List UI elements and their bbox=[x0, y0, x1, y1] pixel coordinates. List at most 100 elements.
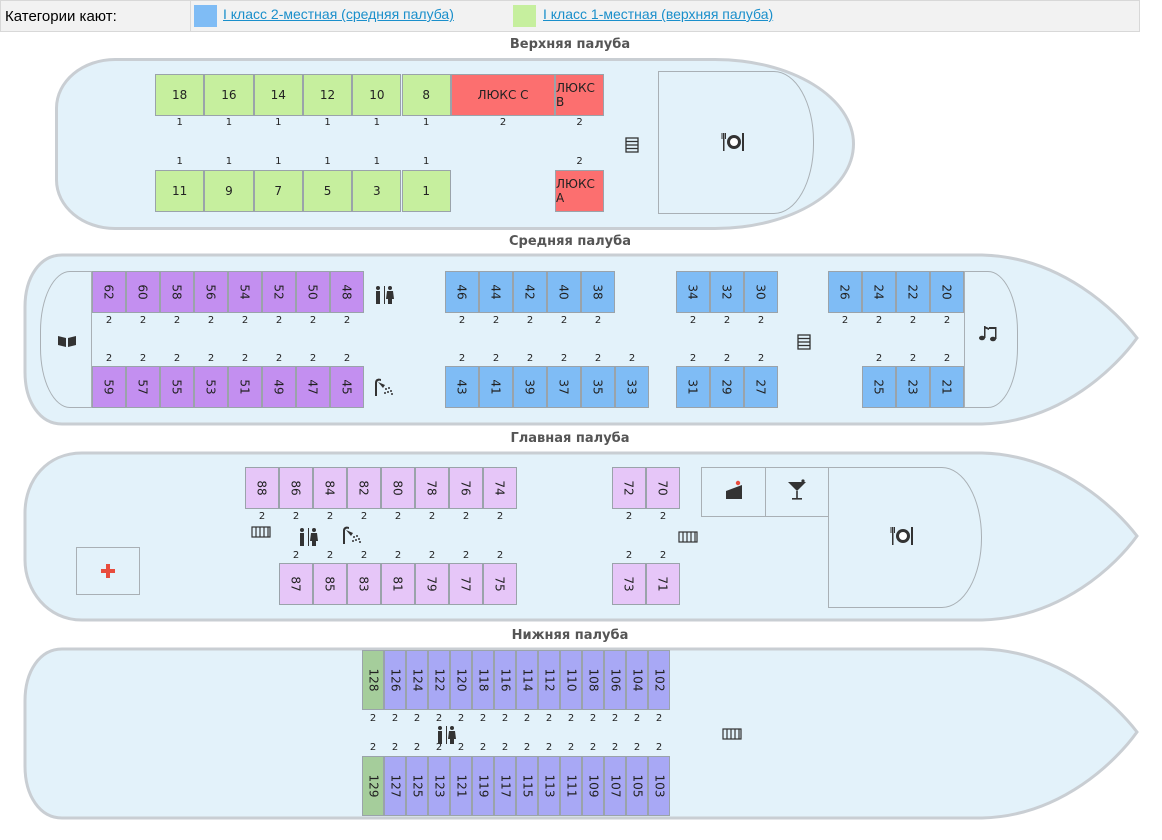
cabin-111[interactable]: 111 bbox=[560, 756, 582, 816]
cabin-121[interactable]: 121 bbox=[450, 756, 472, 816]
cabin-39[interactable]: 39 bbox=[513, 366, 547, 408]
cabin-29[interactable]: 29 bbox=[710, 366, 744, 408]
cabin-105[interactable]: 105 bbox=[626, 756, 648, 816]
cabin-34[interactable]: 34 bbox=[676, 271, 710, 313]
cabin-125[interactable]: 125 bbox=[406, 756, 428, 816]
cabin-73[interactable]: 73 bbox=[612, 563, 646, 605]
cabin-118[interactable]: 118 bbox=[472, 650, 494, 710]
cabin-8[interactable]: 8 bbox=[401, 74, 451, 116]
cabin-46[interactable]: 46 bbox=[445, 271, 479, 313]
cabin-77[interactable]: 77 bbox=[449, 563, 483, 605]
cabin-62[interactable]: 62 bbox=[92, 271, 126, 313]
cabin-14[interactable]: 14 bbox=[253, 74, 303, 116]
legend-link-upper-single[interactable]: I класс 1-местная (верхняя палуба) bbox=[543, 6, 774, 22]
cabin-1[interactable]: 1 bbox=[401, 170, 451, 212]
cabin-32[interactable]: 32 bbox=[710, 271, 744, 313]
cabin-43[interactable]: 43 bbox=[445, 366, 479, 408]
cabin-70[interactable]: 70 bbox=[646, 467, 680, 509]
cabin-люкс-a[interactable]: ЛЮКС A bbox=[555, 170, 604, 212]
cabin-37[interactable]: 37 bbox=[547, 366, 581, 408]
cabin-117[interactable]: 117 bbox=[494, 756, 516, 816]
cabin-112[interactable]: 112 bbox=[538, 650, 560, 710]
cabin-79[interactable]: 79 bbox=[415, 563, 449, 605]
cabin-120[interactable]: 120 bbox=[450, 650, 472, 710]
cabin-104[interactable]: 104 bbox=[626, 650, 648, 710]
cabin-74[interactable]: 74 bbox=[483, 467, 517, 509]
cabin-10[interactable]: 10 bbox=[352, 74, 402, 116]
cabin-129[interactable]: 129 bbox=[362, 756, 384, 816]
cabin-56[interactable]: 56 bbox=[194, 271, 228, 313]
cabin-55[interactable]: 55 bbox=[160, 366, 194, 408]
cabin-26[interactable]: 26 bbox=[828, 271, 862, 313]
cabin-108[interactable]: 108 bbox=[582, 650, 604, 710]
cabin-82[interactable]: 82 bbox=[347, 467, 381, 509]
cabin-33[interactable]: 33 bbox=[615, 366, 649, 408]
cabin-119[interactable]: 119 bbox=[472, 756, 494, 816]
cabin-20[interactable]: 20 bbox=[930, 271, 964, 313]
cabin-103[interactable]: 103 bbox=[648, 756, 670, 816]
cabin-9[interactable]: 9 bbox=[204, 170, 254, 212]
cabin-24[interactable]: 24 bbox=[862, 271, 896, 313]
cabin-72[interactable]: 72 bbox=[612, 467, 646, 509]
cabin-53[interactable]: 53 bbox=[194, 366, 228, 408]
cabin-110[interactable]: 110 bbox=[560, 650, 582, 710]
cabin-30[interactable]: 30 bbox=[744, 271, 778, 313]
cabin-76[interactable]: 76 bbox=[449, 467, 483, 509]
cabin-52[interactable]: 52 bbox=[262, 271, 296, 313]
cabin-21[interactable]: 21 bbox=[930, 366, 964, 408]
cabin-84[interactable]: 84 bbox=[313, 467, 347, 509]
cabin-116[interactable]: 116 bbox=[494, 650, 516, 710]
cabin-люкс-b[interactable]: ЛЮКС B bbox=[555, 74, 604, 116]
cabin-87[interactable]: 87 bbox=[279, 563, 313, 605]
cabin-58[interactable]: 58 bbox=[160, 271, 194, 313]
cabin-60[interactable]: 60 bbox=[126, 271, 160, 313]
cabin-44[interactable]: 44 bbox=[479, 271, 513, 313]
cabin-27[interactable]: 27 bbox=[744, 366, 778, 408]
cabin-42[interactable]: 42 bbox=[513, 271, 547, 313]
cabin-128[interactable]: 128 bbox=[362, 650, 384, 710]
cabin-71[interactable]: 71 bbox=[646, 563, 680, 605]
cabin-83[interactable]: 83 bbox=[347, 563, 381, 605]
cabin-106[interactable]: 106 bbox=[604, 650, 626, 710]
cabin-122[interactable]: 122 bbox=[428, 650, 450, 710]
cabin-59[interactable]: 59 bbox=[92, 366, 126, 408]
cabin-25[interactable]: 25 bbox=[862, 366, 896, 408]
cabin-80[interactable]: 80 bbox=[381, 467, 415, 509]
cabin-49[interactable]: 49 bbox=[262, 366, 296, 408]
cabin-81[interactable]: 81 bbox=[381, 563, 415, 605]
cabin-35[interactable]: 35 bbox=[581, 366, 615, 408]
cabin-123[interactable]: 123 bbox=[428, 756, 450, 816]
cabin-54[interactable]: 54 bbox=[228, 271, 262, 313]
cabin-40[interactable]: 40 bbox=[547, 271, 581, 313]
cabin-38[interactable]: 38 bbox=[581, 271, 615, 313]
cabin-41[interactable]: 41 bbox=[479, 366, 513, 408]
cabin-45[interactable]: 45 bbox=[330, 366, 364, 408]
cabin-16[interactable]: 16 bbox=[204, 74, 254, 116]
cabin-85[interactable]: 85 bbox=[313, 563, 347, 605]
cabin-78[interactable]: 78 bbox=[415, 467, 449, 509]
cabin-109[interactable]: 109 bbox=[582, 756, 604, 816]
cabin-127[interactable]: 127 bbox=[384, 756, 406, 816]
cabin-23[interactable]: 23 bbox=[896, 366, 930, 408]
cabin-88[interactable]: 88 bbox=[245, 467, 279, 509]
cabin-12[interactable]: 12 bbox=[302, 74, 353, 116]
cabin-47[interactable]: 47 bbox=[296, 366, 330, 408]
cabin-126[interactable]: 126 bbox=[384, 650, 406, 710]
cabin-11[interactable]: 11 bbox=[155, 170, 205, 212]
cabin-22[interactable]: 22 bbox=[896, 271, 930, 313]
cabin-7[interactable]: 7 bbox=[253, 170, 303, 212]
cabin-48[interactable]: 48 bbox=[330, 271, 364, 313]
cabin-124[interactable]: 124 bbox=[406, 650, 428, 710]
cabin-113[interactable]: 113 bbox=[538, 756, 560, 816]
cabin-5[interactable]: 5 bbox=[302, 170, 353, 212]
cabin-102[interactable]: 102 bbox=[648, 650, 670, 710]
cabin-50[interactable]: 50 bbox=[296, 271, 330, 313]
cabin-57[interactable]: 57 bbox=[126, 366, 160, 408]
cabin-люкс-c[interactable]: ЛЮКС C bbox=[451, 74, 555, 116]
cabin-31[interactable]: 31 bbox=[676, 366, 710, 408]
cabin-75[interactable]: 75 bbox=[483, 563, 517, 605]
cabin-51[interactable]: 51 bbox=[228, 366, 262, 408]
cabin-18[interactable]: 18 bbox=[155, 74, 205, 116]
cabin-86[interactable]: 86 bbox=[279, 467, 313, 509]
cabin-107[interactable]: 107 bbox=[604, 756, 626, 816]
